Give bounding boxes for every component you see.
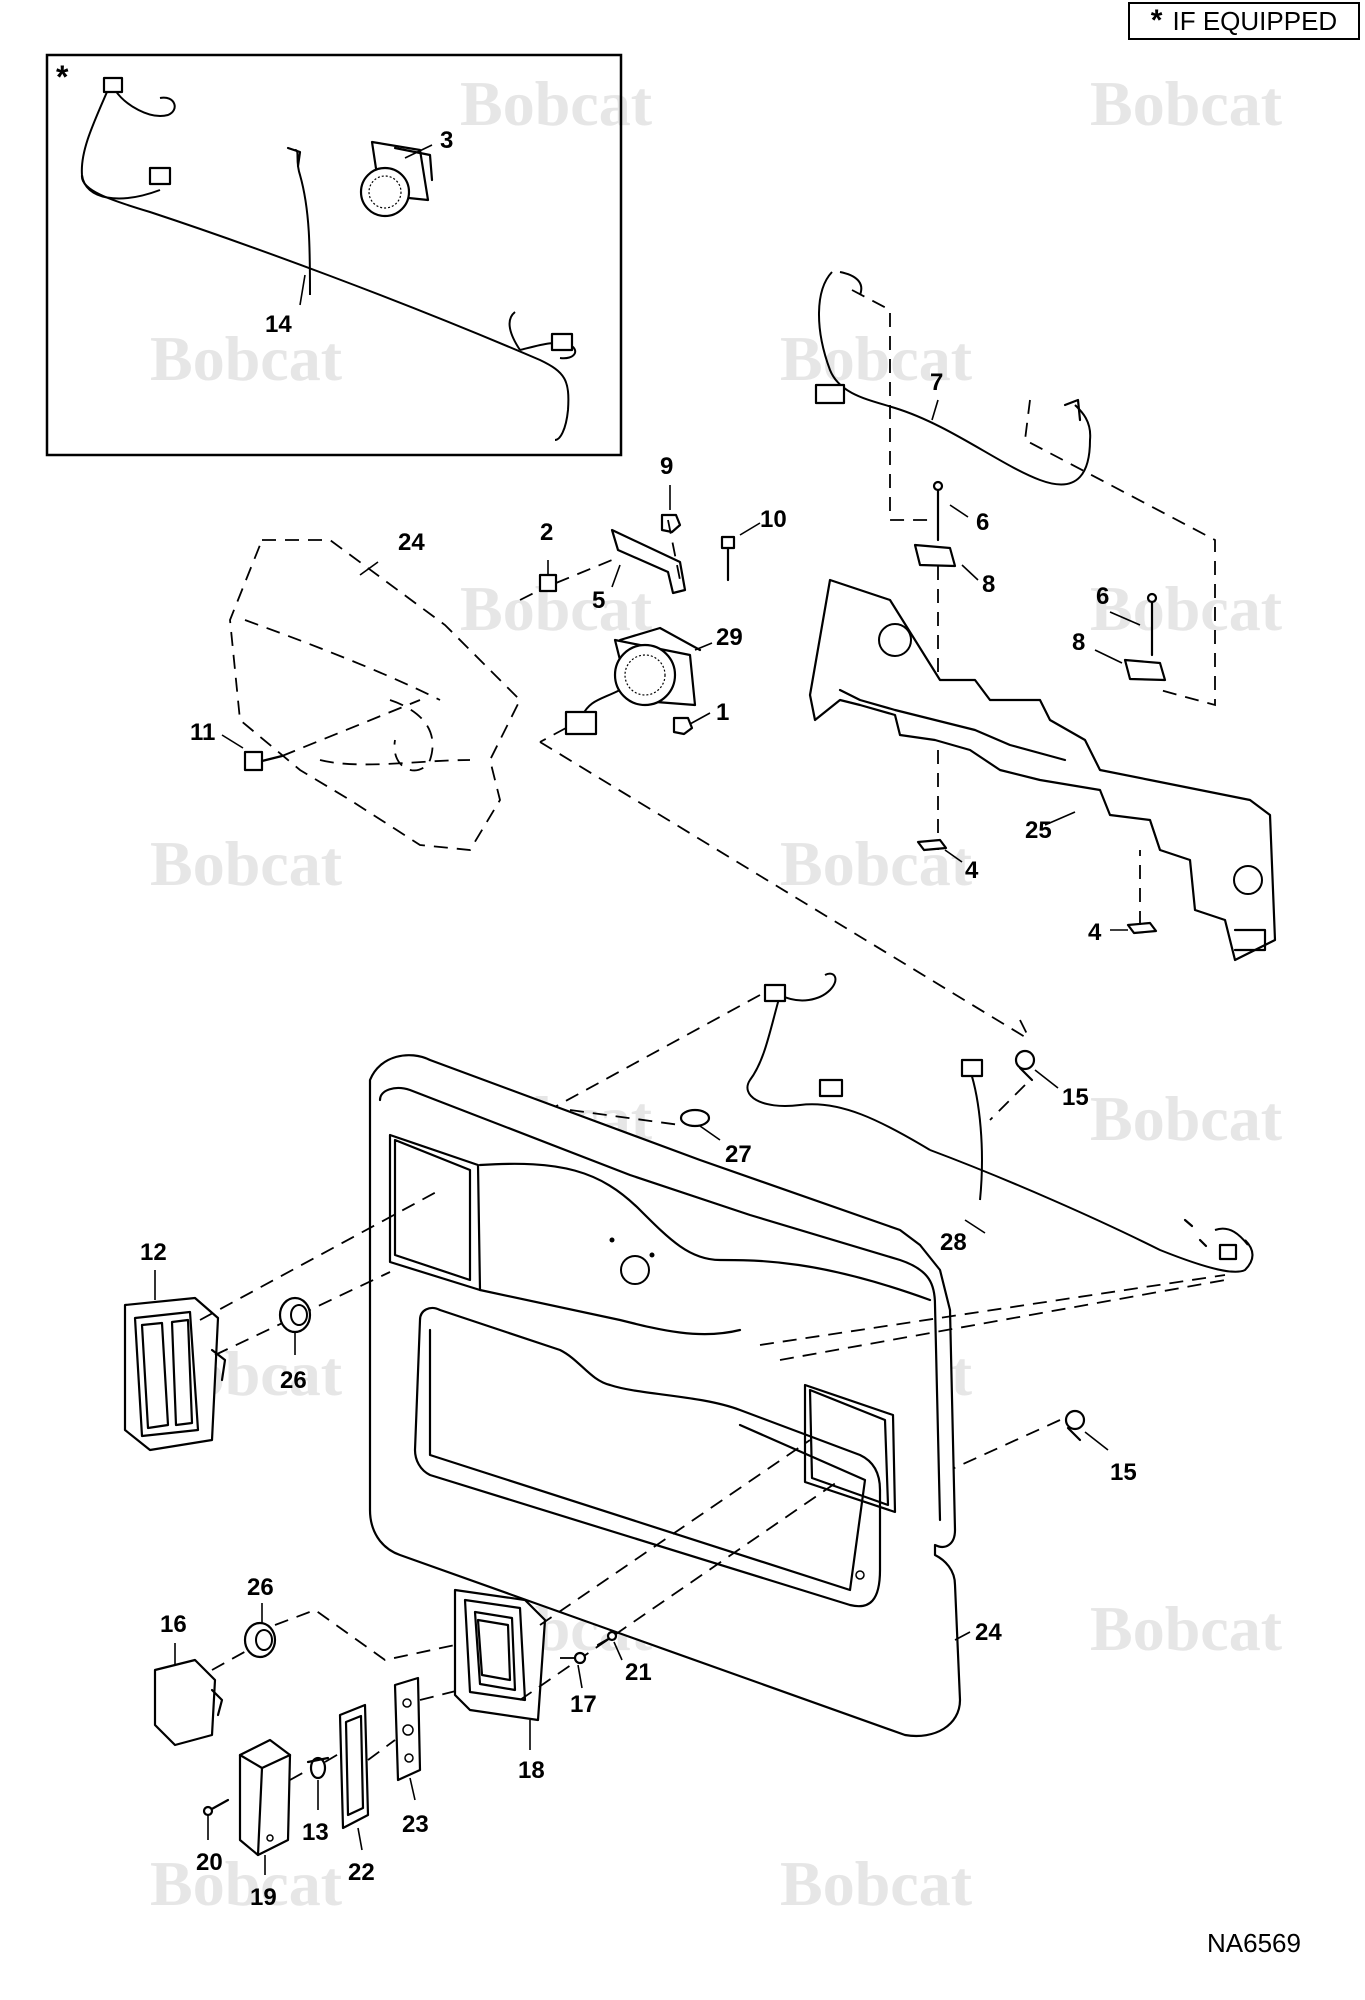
clip-icon xyxy=(913,543,957,568)
callout-21: 21 xyxy=(625,1659,652,1686)
callout-7: 7 xyxy=(930,369,943,396)
callout-5: 5 xyxy=(592,587,605,614)
callout-26: 26 xyxy=(247,1574,274,1601)
callout-18: 18 xyxy=(518,1757,545,1784)
callout-8: 8 xyxy=(1072,629,1085,656)
callout-4: 4 xyxy=(965,857,979,884)
callout-15: 15 xyxy=(1062,1084,1089,1111)
watermark: Bobcat xyxy=(780,323,973,394)
callout-29: 29 xyxy=(716,624,743,651)
clip-icon xyxy=(1014,1049,1036,1082)
callouts: 3 14 9 10 2 24 5 29 1 11 7 6 8 6 8 25 4 … xyxy=(140,127,1137,1911)
callout-4: 4 xyxy=(1088,919,1102,946)
callout-3: 3 xyxy=(440,127,453,154)
alarm-bracket-icon xyxy=(610,528,687,595)
watermark: Bobcat xyxy=(1090,1593,1283,1664)
watermark: Bobcat xyxy=(780,828,973,899)
clip-icon xyxy=(1064,1409,1086,1442)
leader-lines xyxy=(154,399,1141,1875)
work-light-icon xyxy=(153,1658,224,1747)
cab-bracket-icon xyxy=(808,578,1277,962)
cable-tie-icon xyxy=(679,1108,711,1128)
nut-icon xyxy=(672,716,694,736)
callout-23: 23 xyxy=(402,1811,429,1838)
bulb-icon xyxy=(306,1756,330,1780)
asterisk-icon: * xyxy=(1150,4,1163,37)
grommet-icon xyxy=(243,1621,277,1659)
callout-6: 6 xyxy=(1096,583,1109,610)
callout-16: 16 xyxy=(160,1611,187,1638)
if-equipped-legend: * IF EQUIPPED xyxy=(1128,2,1360,40)
callout-2: 2 xyxy=(540,519,553,546)
screw-icon xyxy=(202,1798,230,1817)
callout-11: 11 xyxy=(190,719,215,746)
socket-plate-icon xyxy=(393,1676,422,1782)
callout-17: 17 xyxy=(570,1691,597,1718)
callout-6: 6 xyxy=(976,509,989,536)
watermark: Bobcat xyxy=(1090,573,1283,644)
harness-28 xyxy=(746,972,1254,1273)
bolt-icon xyxy=(932,480,944,542)
lens-icon xyxy=(238,1738,292,1857)
if-equipped-text: IF EQUIPPED xyxy=(1172,5,1338,36)
bolt-icon xyxy=(243,750,284,772)
grommet-icon xyxy=(278,1296,312,1334)
watermark: Bobcat xyxy=(150,323,343,394)
watermark: Bobcat xyxy=(1090,68,1283,139)
callout-19: 19 xyxy=(250,1884,277,1911)
figure-code: NA6569 xyxy=(1207,1928,1301,1958)
nut-plate-icon xyxy=(1126,921,1158,935)
harness-7 xyxy=(814,271,1092,486)
callout-10: 10 xyxy=(760,506,787,533)
back-up-alarm-icon xyxy=(564,626,702,736)
rear-door-icon xyxy=(368,1054,962,1738)
inset-asterisk: * xyxy=(56,59,69,95)
callout-15: 15 xyxy=(1110,1459,1137,1486)
callout-1: 1 xyxy=(716,699,729,726)
watermark: Bobcat xyxy=(1090,1083,1283,1154)
bolt-icon xyxy=(1146,592,1158,657)
nut-icon xyxy=(660,513,682,534)
callout-22: 22 xyxy=(348,1859,375,1886)
washer-icon xyxy=(538,573,558,593)
inset-box: * xyxy=(45,53,623,457)
callout-25: 25 xyxy=(1025,817,1052,844)
watermark: Bobcat xyxy=(460,68,653,139)
callout-14: 14 xyxy=(265,311,292,338)
light-housing-icon xyxy=(453,1588,547,1722)
back-up-alarm-icon xyxy=(359,140,434,218)
callout-28: 28 xyxy=(940,1229,967,1256)
bolt-icon xyxy=(720,535,736,582)
watermark: Bobcat xyxy=(150,1848,343,1919)
callout-26: 26 xyxy=(280,1367,307,1394)
callout-24: 24 xyxy=(975,1619,1002,1646)
nut-plate-icon xyxy=(916,838,948,852)
callout-27: 27 xyxy=(725,1141,752,1168)
callout-9: 9 xyxy=(660,453,673,480)
watermark: Bobcat xyxy=(150,828,343,899)
gasket-icon xyxy=(338,1703,370,1830)
callout-20: 20 xyxy=(196,1849,223,1876)
watermark: Bobcat xyxy=(780,1848,973,1919)
clip-icon xyxy=(1123,658,1167,682)
bulb-icon xyxy=(573,1651,587,1665)
callout-8: 8 xyxy=(982,571,995,598)
rear-cover-upper xyxy=(229,539,522,851)
callout-13: 13 xyxy=(302,1819,329,1846)
callout-24: 24 xyxy=(398,529,425,556)
screw-icon xyxy=(596,1630,618,1647)
callout-12: 12 xyxy=(140,1239,167,1266)
tail-light-icon xyxy=(123,1296,227,1452)
